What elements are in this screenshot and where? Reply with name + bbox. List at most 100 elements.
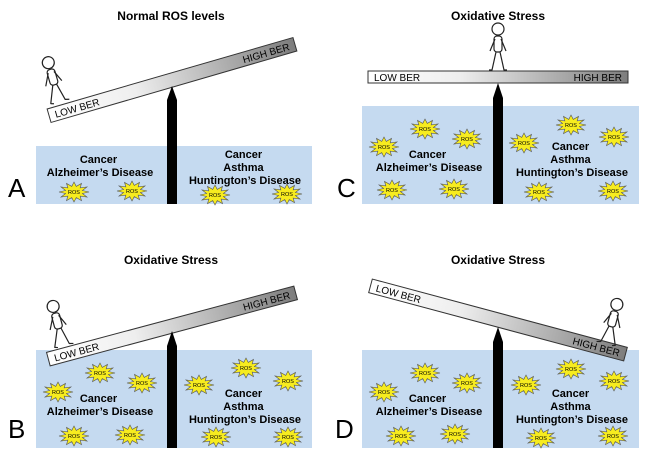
ros-burst-shape	[525, 427, 557, 449]
ber-beam-b	[45, 285, 299, 367]
ros-burst-shape	[438, 178, 470, 200]
ros-burst-shape	[510, 374, 542, 396]
ros-label: ROS	[608, 379, 620, 385]
right-diseases-c: Cancer Asthma Huntington’s Disease	[516, 141, 628, 179]
ros-burst-shape	[126, 372, 158, 394]
ros-burst: ROS	[555, 114, 587, 136]
ros-burst-shape	[439, 423, 471, 445]
ros-label: ROS	[565, 123, 577, 129]
ros-burst: ROS	[126, 372, 158, 394]
ros-burst: ROS	[58, 181, 90, 203]
ros-label: ROS	[461, 137, 473, 143]
ros-label: ROS	[419, 371, 431, 377]
panel-c: Oxidative Stress C LOW BER HIGH BER Canc…	[337, 9, 639, 204]
person-icon-a	[41, 56, 70, 105]
ros-burst: ROS	[451, 372, 483, 394]
ros-burst-shape	[409, 118, 441, 140]
fulcrum-a	[167, 86, 177, 204]
ros-label: ROS	[282, 435, 294, 441]
ros-burst: ROS	[368, 381, 400, 403]
ros-label: ROS	[608, 135, 620, 141]
ros-label: ROS	[240, 366, 252, 372]
ros-burst-shape	[42, 381, 74, 403]
ros-label: ROS	[126, 189, 138, 195]
panel-d: Oxidative Stress D LOW BER HIGH BER Canc…	[335, 253, 639, 449]
ber-beam-d	[368, 278, 628, 362]
ros-burst-shape	[183, 374, 215, 396]
ros-burst: ROS	[451, 128, 483, 150]
left-diseases-c: Cancer Alzheimer’s Disease	[376, 149, 482, 174]
ros-burst: ROS	[230, 357, 262, 379]
ros-label: ROS	[449, 432, 461, 438]
ros-burst: ROS	[42, 381, 74, 403]
ros-label: ROS	[533, 190, 545, 196]
ros-label: ROS	[535, 436, 547, 442]
ros-burst: ROS	[114, 424, 146, 446]
ros-burst-shape	[376, 179, 408, 201]
ros-label: ROS	[193, 383, 205, 389]
ros-burst: ROS	[183, 374, 215, 396]
ros-group-c: ROS ROS ROS ROS ROS ROS ROS ROS ROS ROS	[368, 114, 630, 203]
ber-beam-a	[46, 36, 298, 124]
ros-burst-shape	[523, 181, 555, 203]
ros-label: ROS	[136, 381, 148, 387]
ros-burst: ROS	[409, 362, 441, 384]
person-icon-c	[489, 22, 507, 71]
ros-label: ROS	[607, 189, 619, 195]
ros-burst: ROS	[58, 425, 90, 447]
ros-burst-shape	[597, 425, 629, 447]
panel-b: Oxidative Stress B LOW BER HIGH BER Canc…	[8, 253, 312, 448]
ros-burst-shape	[116, 180, 148, 202]
ros-burst-shape	[84, 362, 116, 384]
panel-letter-c: C	[337, 173, 356, 203]
ros-burst-shape	[230, 357, 262, 379]
panel-title-c: Oxidative Stress	[451, 9, 545, 23]
ros-burst-shape	[508, 132, 540, 154]
right-diseases-b: Cancer Asthma Huntington’s Disease	[189, 388, 301, 426]
ros-burst: ROS	[272, 426, 304, 448]
ros-burst: ROS	[438, 178, 470, 200]
ros-label: ROS	[282, 379, 294, 385]
panel-a: Normal ROS levels A LOW BER HIGH BER Can…	[8, 9, 312, 206]
fulcrum-c	[493, 83, 503, 204]
ros-burst-shape	[451, 372, 483, 394]
ros-burst: ROS	[385, 425, 417, 447]
ros-label: ROS	[395, 434, 407, 440]
panel-letter-a: A	[8, 173, 26, 203]
ros-burst: ROS	[368, 136, 400, 158]
ros-burst-shape	[598, 126, 630, 148]
ros-label: ROS	[448, 187, 460, 193]
ros-burst-shape	[555, 114, 587, 136]
ros-burst-shape	[271, 183, 303, 205]
right-diseases-d: Cancer Asthma Huntington’s Disease	[516, 388, 628, 426]
ros-burst-shape	[200, 426, 232, 448]
high-ber-label-c: HIGH BER	[574, 73, 622, 84]
ros-burst-shape	[368, 381, 400, 403]
ros-label: ROS	[209, 193, 221, 199]
right-diseases-a: Cancer Asthma Huntington’s Disease	[189, 149, 301, 187]
ros-burst-shape	[451, 128, 483, 150]
ros-burst-shape	[368, 136, 400, 158]
left-diseases-d: Cancer Alzheimer’s Disease	[376, 393, 482, 418]
ros-label: ROS	[52, 390, 64, 396]
ros-label: ROS	[210, 435, 222, 441]
ros-burst-shape	[114, 424, 146, 446]
ros-burst: ROS	[271, 183, 303, 205]
low-ber-label-c: LOW BER	[374, 73, 420, 84]
ros-label: ROS	[518, 141, 530, 147]
ros-label: ROS	[378, 390, 390, 396]
panel-letter-d: D	[335, 414, 354, 444]
ros-burst-shape	[58, 181, 90, 203]
ros-burst: ROS	[510, 374, 542, 396]
left-diseases-b: Cancer Alzheimer’s Disease	[47, 393, 153, 418]
ros-burst: ROS	[597, 180, 629, 202]
ros-label: ROS	[68, 190, 80, 196]
ros-burst-shape	[598, 370, 630, 392]
person-icon-d	[596, 297, 624, 347]
ros-burst: ROS	[525, 427, 557, 449]
ros-burst: ROS	[598, 370, 630, 392]
ros-burst-shape	[385, 425, 417, 447]
person-icon-b	[46, 299, 74, 349]
ros-burst: ROS	[523, 181, 555, 203]
